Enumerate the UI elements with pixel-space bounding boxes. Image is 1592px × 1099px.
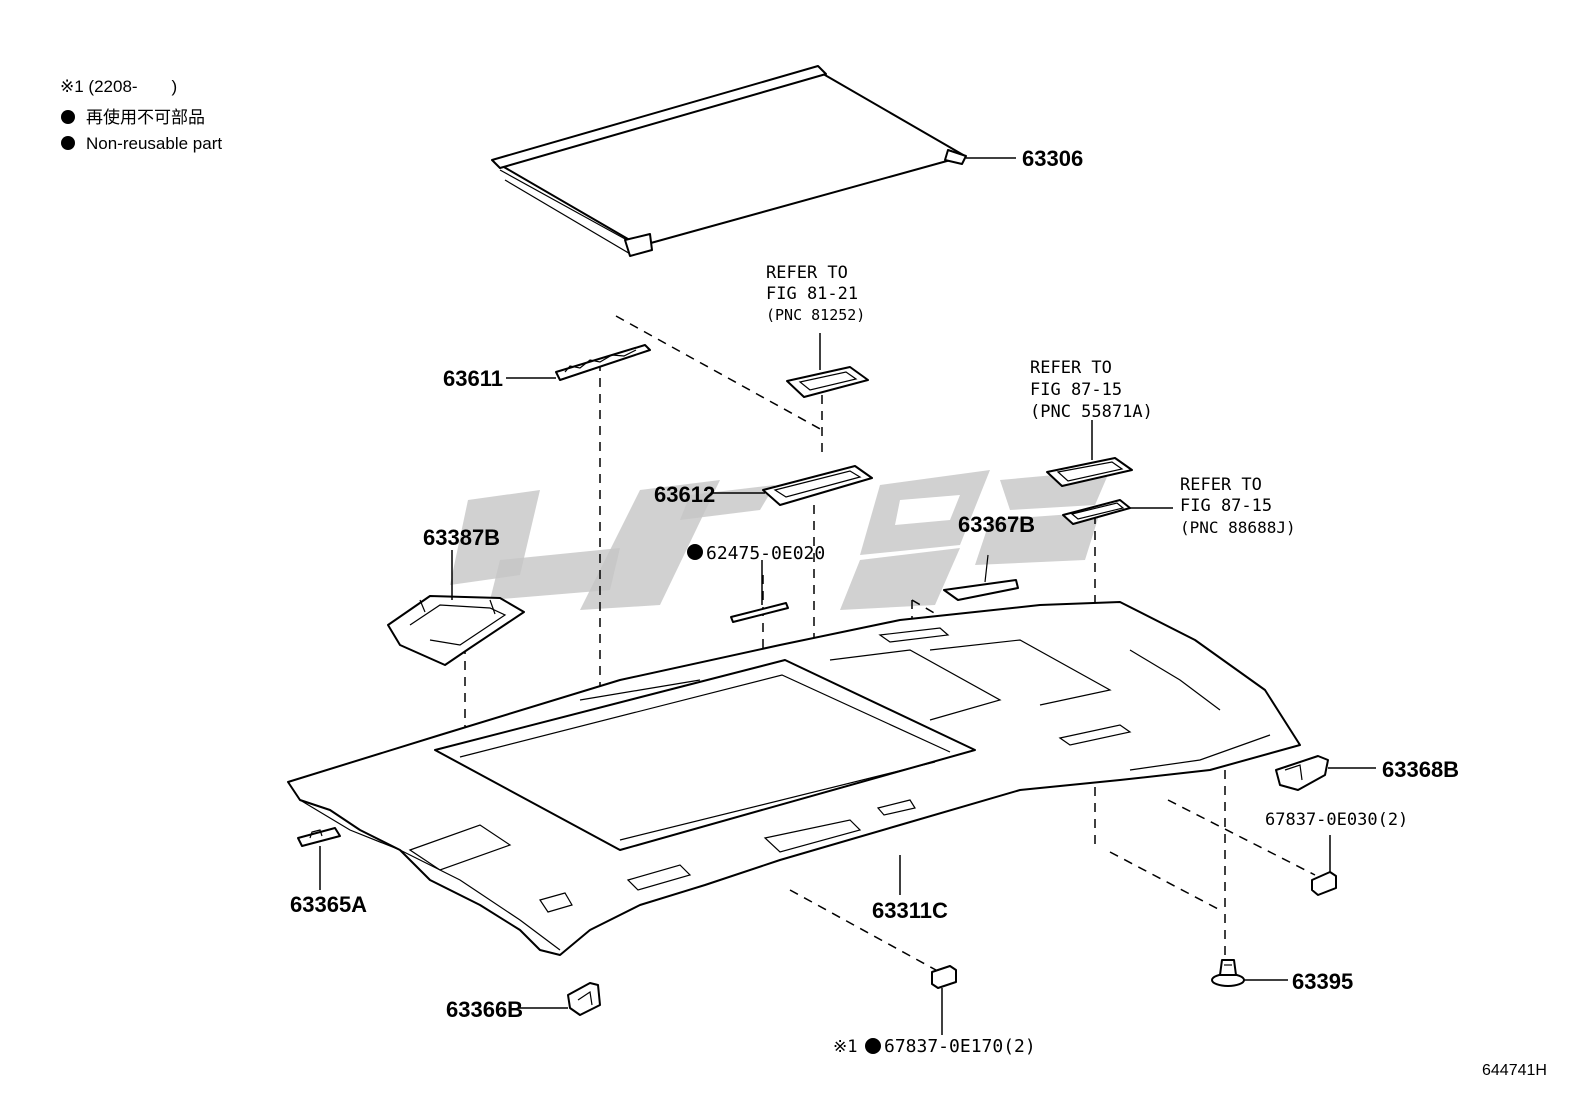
- legend-jp: 再使用不可部品: [86, 107, 205, 127]
- part-number-63611: 63611: [443, 366, 503, 391]
- ref-1-line-3: (PNC 81252): [766, 306, 865, 324]
- part-ref-81252-lamp: [786, 366, 869, 398]
- legend-note: ※1 (2208- ): [60, 77, 177, 96]
- part-63311C-headliner: [287, 601, 1301, 956]
- part-63395-clip: [1211, 959, 1245, 987]
- part-63306-sunshade: [491, 65, 967, 257]
- part-number-63367B: 63367B: [958, 512, 1035, 537]
- part-63365A: [297, 827, 341, 847]
- ref-2-line-2: FIG 87-15: [1030, 380, 1122, 400]
- part-number-67837-0E170: 67837-0E170(2): [884, 1036, 1036, 1057]
- bullet-icon: [61, 136, 75, 150]
- part-number-63387B: 63387B: [423, 525, 500, 550]
- part-67837-0E030-clip: [1311, 871, 1337, 896]
- figure-id: 644741H: [1482, 1062, 1547, 1079]
- part-number-63366B: 63366B: [446, 997, 523, 1022]
- part-63611: [555, 344, 651, 381]
- ref-1-line-1: REFER TO: [766, 263, 848, 283]
- part-number-63311C: 63311C: [872, 898, 948, 923]
- part-62475-0E020: [730, 602, 789, 623]
- part-number-63368B: 63368B: [1382, 757, 1459, 782]
- ref-2-line-1: REFER TO: [1030, 358, 1112, 378]
- part-number-63365A: 63365A: [290, 892, 367, 917]
- part-number-63395: 63395: [1292, 969, 1353, 994]
- part-number-67837-0E030: 67837-0E030(2): [1265, 810, 1408, 830]
- part-63612: [762, 465, 873, 506]
- part-63387B: [387, 595, 525, 666]
- part-63367B: [943, 554, 1019, 601]
- part-ref-55871A: [1046, 457, 1133, 487]
- part-63366B: [567, 982, 601, 1016]
- part-number-63612: 63612: [654, 482, 715, 507]
- part-number-63306: 63306: [1022, 146, 1083, 171]
- non-reusable-icon: [687, 544, 703, 560]
- note-prefix: ※1: [833, 1037, 857, 1057]
- legend-en: Non-reusable part: [86, 134, 222, 153]
- bullet-icon: [61, 110, 75, 124]
- part-63368B: [1275, 755, 1329, 791]
- ref-1-line-2: FIG 81-21: [766, 284, 858, 304]
- non-reusable-icon: [865, 1038, 881, 1054]
- ref-3-line-1: REFER TO: [1180, 475, 1262, 495]
- ref-2-line-3: (PNC 55871A): [1030, 402, 1153, 422]
- ref-3-line-3: (PNC 88688J): [1180, 518, 1296, 537]
- part-number-62475-0E020: 62475-0E020: [706, 543, 825, 564]
- part-67837-0E170-clip: [931, 965, 957, 989]
- ref-3-line-2: FIG 87-15: [1180, 496, 1272, 516]
- legend: ※1 (2208- ) 再使用不可部品 Non-reusable part: [60, 77, 222, 153]
